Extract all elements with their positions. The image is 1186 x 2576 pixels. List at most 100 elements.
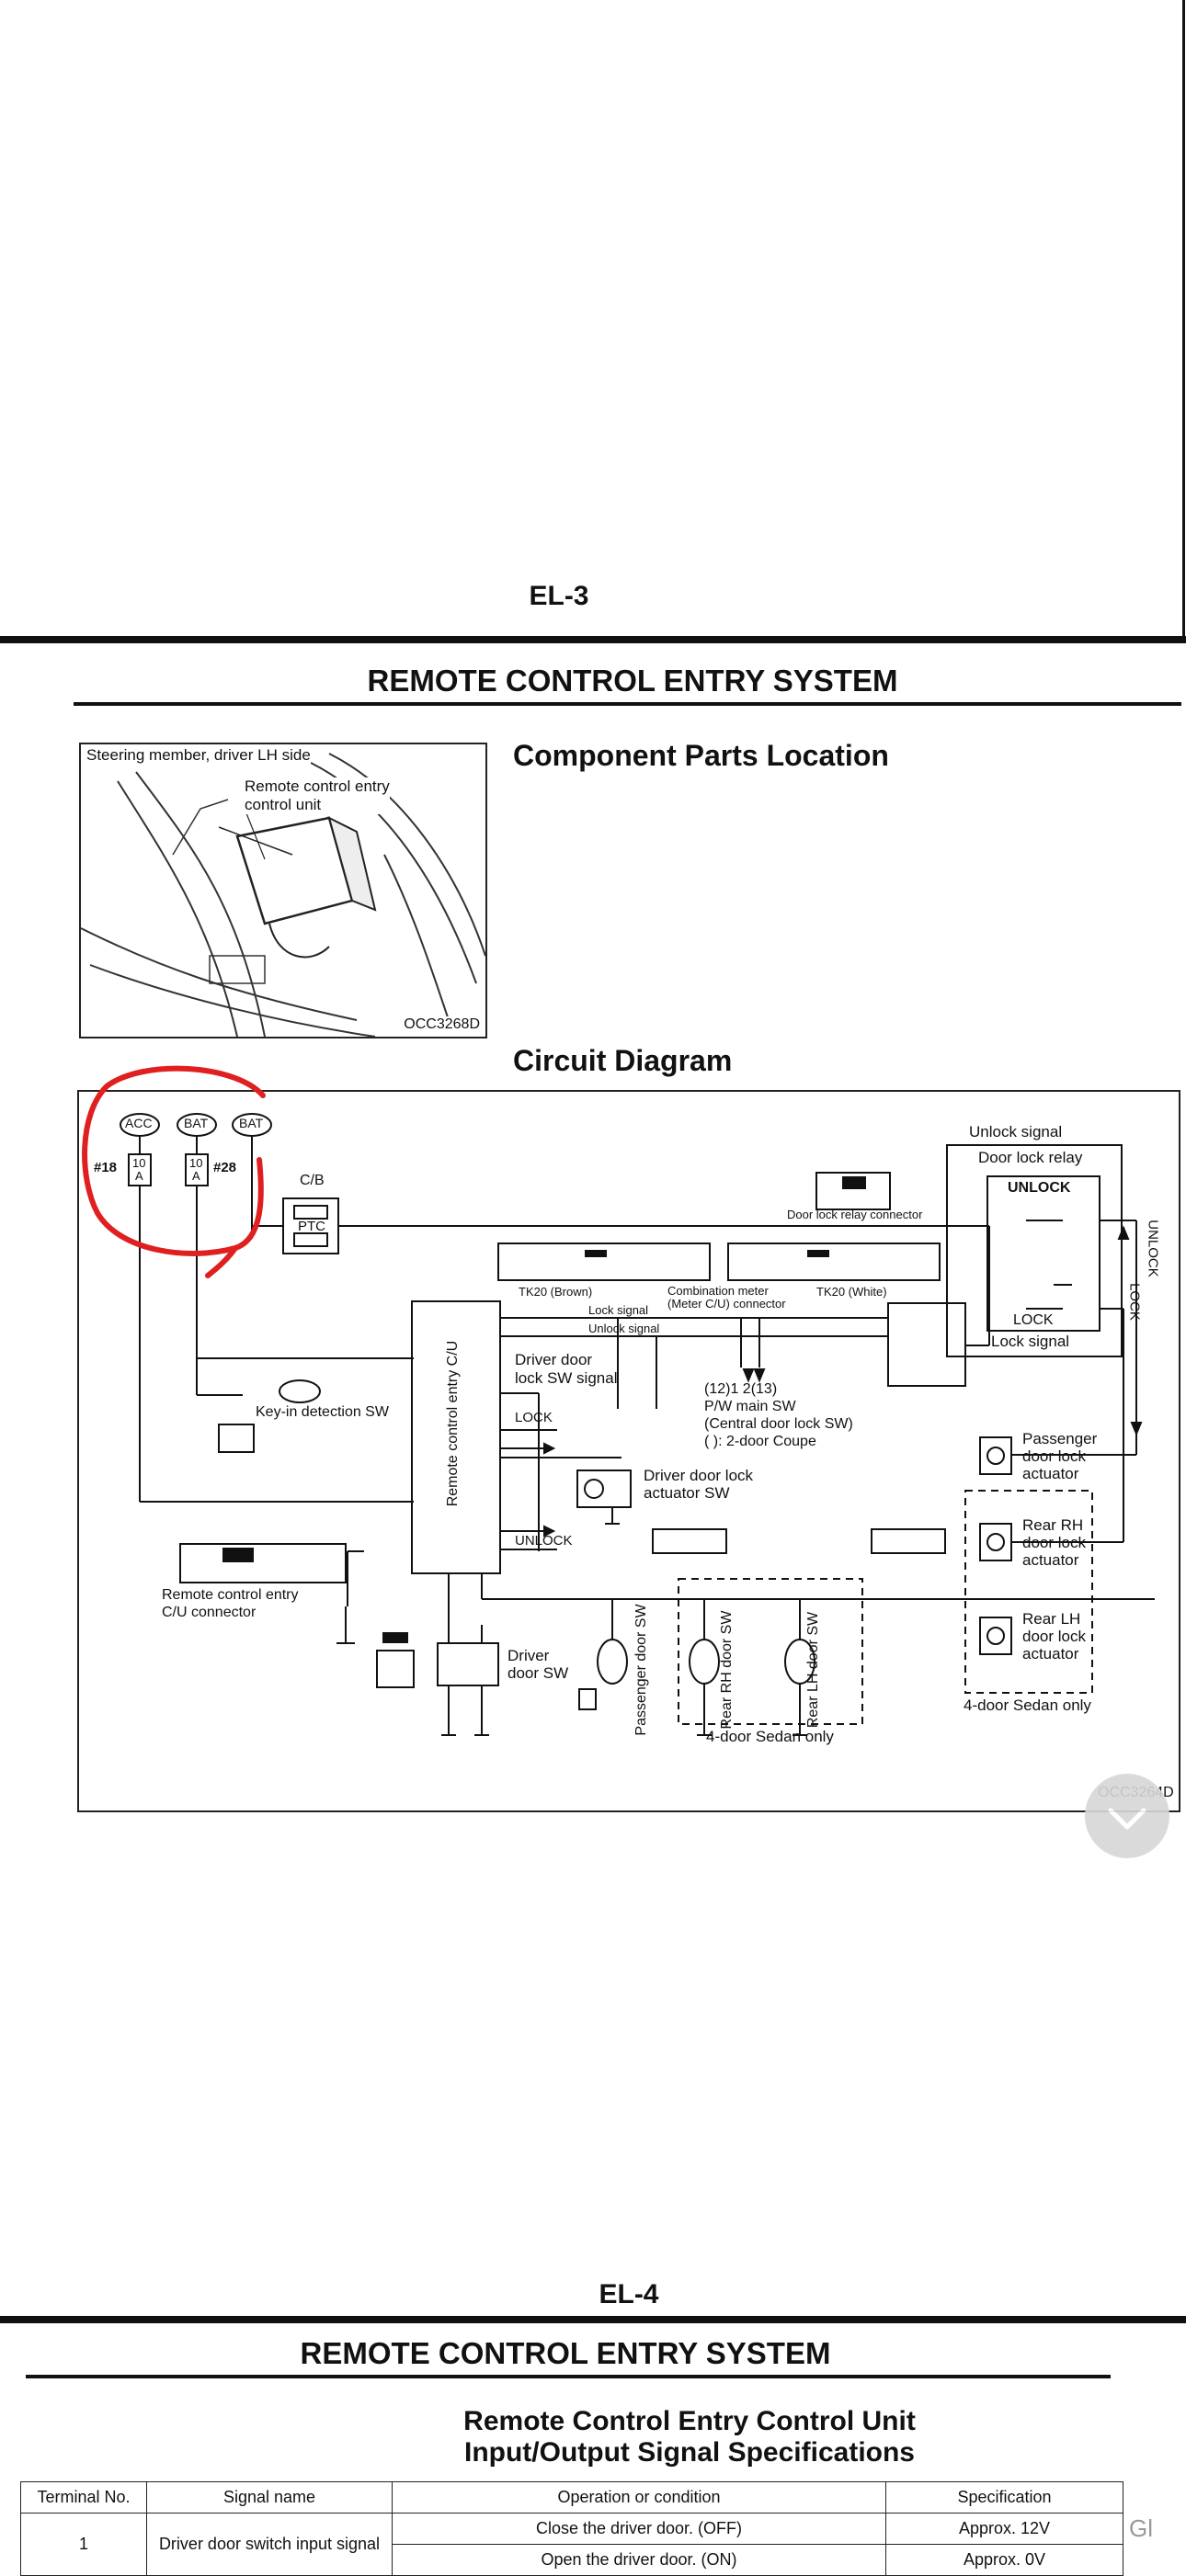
steering-member-illustration: [81, 753, 485, 1037]
fuse-acc-label: ACC: [125, 1116, 153, 1130]
figure-callout-line1: Remote control entry: [245, 777, 390, 795]
unlock-signal-top-label: Unlock signal: [969, 1123, 1063, 1140]
lock-vertical-label: LOCK: [1126, 1283, 1143, 1321]
key-in-detection-label: Key-in detection SW: [256, 1404, 389, 1420]
table-row: 1 Driver door switch input signal Close …: [20, 2513, 1123, 2576]
col-operation: Operation or condition: [392, 2481, 886, 2514]
fuse-amp-2: 10: [189, 1156, 203, 1170]
cb-label: C/B: [300, 1173, 325, 1188]
dd-sw-line1: Driver: [507, 1647, 550, 1664]
chevron-down-icon: [1108, 1808, 1146, 1830]
rear-lh-actuator-label: Rear LH door lock actuator: [1022, 1610, 1086, 1662]
sedan-only-label-2: 4-door Sedan only: [964, 1697, 1091, 1714]
component-location-figure: Steering member, driver LH side Remote c…: [79, 743, 487, 1038]
unlock-signal-line-label: Unlock signal: [588, 1322, 660, 1335]
pw-main-line1: (12)1 2(13): [704, 1381, 778, 1397]
tk20-white-label: TK20 (White): [816, 1285, 887, 1299]
cell-signal: Driver door switch input signal: [146, 2513, 393, 2576]
passenger-actuator-label: Passenger door lock actuator: [1022, 1430, 1097, 1482]
pw-main-line2: P/W main SW: [704, 1399, 796, 1414]
pw-main-sw-label: (12)1 2(13) P/W main SW (Central door lo…: [704, 1380, 853, 1450]
page-divider-top: [0, 636, 1186, 643]
driver-door-lock-sw-signal-label: Driver door lock SW signal: [515, 1351, 617, 1388]
rr-line3: actuator: [1022, 1551, 1079, 1569]
fuse-amp-1: 10: [132, 1156, 146, 1170]
figure-callout: Remote control entry control unit: [245, 777, 390, 814]
fuse-bat1-label: BAT: [184, 1116, 209, 1130]
cell-spec: Approx. 12V: [885, 2513, 1123, 2545]
section-title-rule: [74, 702, 1181, 706]
pa-line3: actuator: [1022, 1465, 1079, 1482]
unlock-output-label: UNLOCK: [515, 1533, 573, 1549]
circuit-diagram: ACC BAT BAT #18 #28 10 A 10 A C/B PTC Un…: [77, 1090, 1180, 1812]
fuse-bat2-label: BAT: [239, 1116, 264, 1130]
cell-condition: Open the driver door. (ON): [392, 2544, 886, 2576]
figure-caption-location: Steering member, driver LH side: [86, 746, 311, 765]
page-label-el3: EL-3: [529, 581, 589, 611]
combo-meter-connector-label: Combination meter (Meter C/U) connector: [667, 1285, 786, 1311]
door-lock-relay-label: Door lock relay: [978, 1149, 1083, 1166]
signal-spec-heading-line2: Input/Output Signal Specifications: [463, 2437, 915, 2468]
pa-line1: Passenger: [1022, 1430, 1098, 1447]
dd-sig-line1: Driver door: [515, 1351, 593, 1368]
rl-line3: actuator: [1022, 1645, 1079, 1662]
rl-line1: Rear LH: [1022, 1610, 1081, 1628]
lock-signal-line-label: Lock signal: [588, 1303, 649, 1317]
page-label-el4: EL-4: [599, 2279, 659, 2309]
fuse-28-label: #28: [213, 1160, 237, 1175]
pw-main-line4: ( ): 2-door Coupe: [704, 1434, 816, 1449]
fuse-amp-1b: A: [135, 1169, 143, 1183]
figure-callout-line2: control unit: [245, 796, 322, 813]
rr-line1: Rear RH: [1022, 1516, 1084, 1534]
cell-terminal: 1: [20, 2513, 147, 2576]
ptc-label: PTC: [298, 1219, 325, 1234]
col-signal-name: Signal name: [146, 2481, 393, 2514]
unlock-vertical-label: UNLOCK: [1145, 1220, 1161, 1277]
lock-output-label: LOCK: [515, 1410, 553, 1425]
pw-main-line3: (Central door lock SW): [704, 1416, 853, 1432]
component-location-heading: Component Parts Location: [513, 739, 889, 772]
rear-lh-door-sw-label: Rear LH door SW: [805, 1611, 821, 1729]
fuse-18-label: #18: [94, 1160, 118, 1175]
combo-meter-line2: (Meter C/U) connector: [667, 1297, 786, 1311]
driver-door-sw-label: Driver door SW: [507, 1647, 568, 1682]
corner-badge: Gl: [1129, 2514, 1153, 2542]
passenger-door-sw-label: Passenger door SW: [633, 1604, 649, 1736]
scroll-down-button[interactable]: [1085, 1774, 1169, 1858]
col-specification: Specification: [885, 2481, 1123, 2514]
section-title-rule-el4: [26, 2375, 1111, 2378]
cu-connector-line1: Remote control entry: [162, 1587, 299, 1603]
dd-sw-line2: door SW: [507, 1664, 569, 1682]
cell-spec: Approx. 0V: [885, 2544, 1123, 2576]
pa-line2: door lock: [1022, 1447, 1086, 1465]
cell-condition: Close the driver door. (OFF): [392, 2513, 886, 2545]
figure-code: OCC3268D: [404, 1016, 480, 1033]
dd-sig-line2: lock SW signal: [515, 1369, 618, 1387]
page-divider-bottom: [0, 2316, 1186, 2323]
rear-rh-door-sw-label: Rear RH door SW: [719, 1610, 735, 1730]
dd-act-line1: Driver door lock: [644, 1467, 754, 1484]
rr-line2: door lock: [1022, 1534, 1086, 1551]
circuit-diagram-heading: Circuit Diagram: [513, 1044, 733, 1077]
cu-connector-line2: C/U connector: [162, 1605, 257, 1620]
relay-unlock-label: UNLOCK: [1008, 1180, 1071, 1196]
section-title-el4: REMOTE CONTROL ENTRY SYSTEM: [300, 2336, 831, 2370]
fuse-amp-2b: A: [192, 1169, 200, 1183]
dd-act-line2: actuator SW: [644, 1484, 730, 1502]
red-annotation-circle: [82, 1065, 266, 1278]
circuit-wiring: [120, 1113, 1155, 1736]
relay-connector-label: Door lock relay connector: [787, 1208, 923, 1221]
table-header-row: Terminal No. Signal name Operation or co…: [20, 2481, 1123, 2514]
right-edge-line: [1182, 0, 1185, 638]
relay-lock-label: LOCK: [1013, 1312, 1054, 1328]
lock-signal-right-label: Lock signal: [991, 1333, 1070, 1350]
section-title: REMOTE CONTROL ENTRY SYSTEM: [367, 664, 898, 698]
combo-meter-line1: Combination meter: [667, 1284, 769, 1298]
signal-spec-heading-line1: Remote Control Entry Control Unit: [463, 2406, 916, 2436]
tk20-brown-label: TK20 (Brown): [519, 1285, 593, 1299]
driver-door-lock-actuator-label: Driver door lock actuator SW: [644, 1467, 753, 1502]
sedan-only-label-1: 4-door Sedan only: [706, 1728, 834, 1745]
rl-line2: door lock: [1022, 1628, 1086, 1645]
control-unit-label: Remote control entry C/U: [445, 1340, 461, 1507]
rear-rh-actuator-label: Rear RH door lock actuator: [1022, 1516, 1086, 1569]
